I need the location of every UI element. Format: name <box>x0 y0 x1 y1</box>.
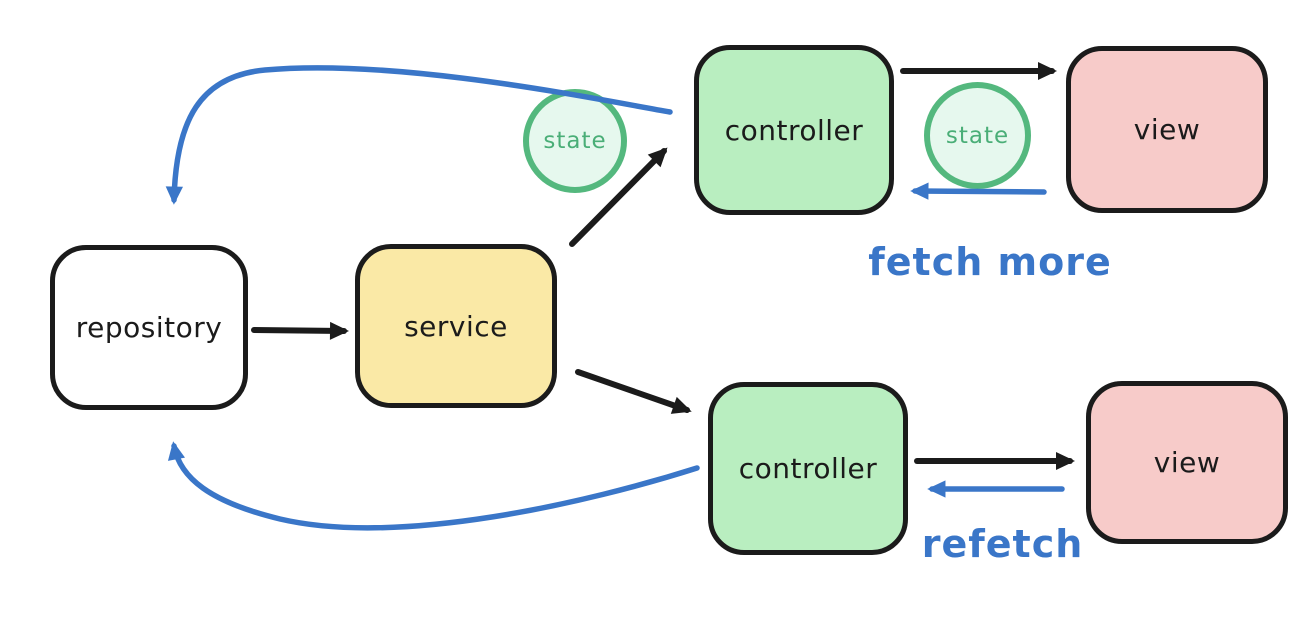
node-view-top: view <box>1066 46 1268 213</box>
node-controller-bottom: controller <box>708 382 908 555</box>
arrow-repository-to-service <box>251 321 349 340</box>
node-view-bottom: view <box>1086 381 1288 544</box>
node-label: view <box>1153 446 1221 479</box>
node-label: view <box>1133 113 1201 146</box>
arrow-view-top-to-controller-top <box>910 182 1047 200</box>
label-refetch: refetch <box>921 522 1084 566</box>
state-badge-top-right: state <box>924 82 1031 189</box>
state-label: state <box>543 128 607 154</box>
node-label: service <box>404 309 508 343</box>
node-label: controller <box>724 113 864 147</box>
arrow-service-to-controller-top <box>569 147 668 247</box>
node-service: service <box>355 244 557 408</box>
state-badge-top-left: state <box>523 89 627 193</box>
node-label: controller <box>738 452 878 485</box>
node-controller-top: controller <box>694 45 894 215</box>
arrow-controller-bottom-to-repository <box>167 441 700 531</box>
state-label: state <box>945 122 1010 149</box>
arrow-service-to-controller-bottom <box>575 369 692 414</box>
label-fetch-more: fetch more <box>868 240 1112 284</box>
node-label: repository <box>75 311 223 344</box>
node-repository: repository <box>50 245 248 410</box>
arrow-controller-top-to-repository <box>165 65 673 205</box>
